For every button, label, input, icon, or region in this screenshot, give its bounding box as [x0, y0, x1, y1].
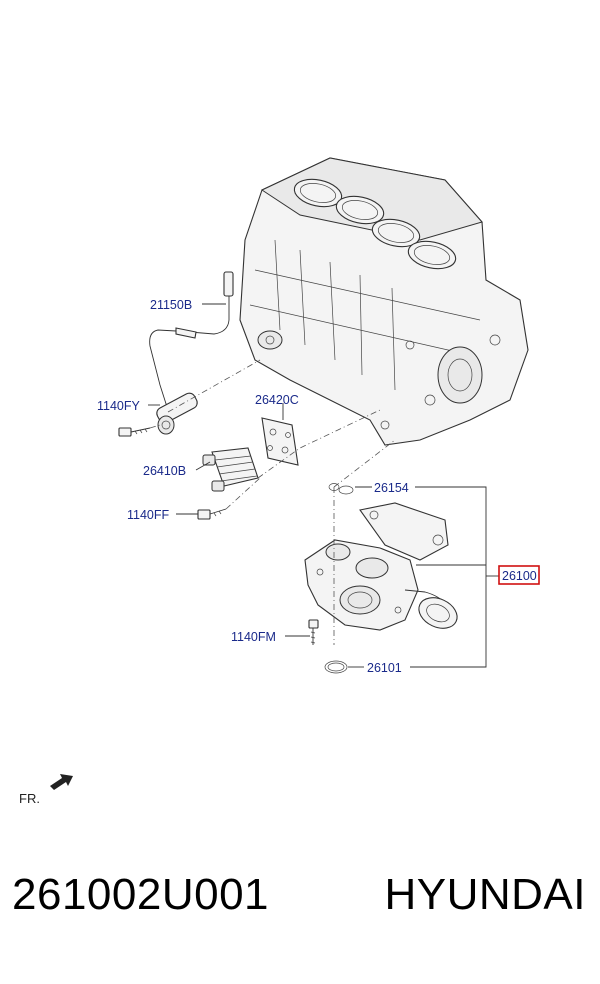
oil-pump-assembly-26100	[304, 502, 458, 631]
label-1140fy: 1140FY	[97, 399, 141, 413]
label-front: FR.	[19, 791, 40, 806]
sensor-harness	[149, 271, 234, 435]
o-ring-26101	[324, 660, 348, 674]
front-direction-marker: FR.	[19, 774, 73, 806]
label-26154: 26154	[374, 481, 409, 495]
assembly-lines	[149, 359, 396, 645]
part-number: 261002U001	[12, 870, 270, 919]
label-26420c: 26420C	[255, 393, 299, 407]
engine-block	[239, 157, 529, 446]
oil-cooler-26410b	[202, 447, 259, 492]
o-ring-26154	[328, 483, 354, 495]
highlight-box-26100	[498, 565, 540, 585]
label-1140ff: 1140FF	[127, 508, 170, 522]
leader-lines	[148, 303, 500, 668]
label-26101: 26101	[367, 661, 402, 675]
footer: 261002U001 HYUNDAI	[0, 870, 600, 950]
front-arrow-icon	[50, 774, 73, 790]
bolt-1140fy	[118, 427, 151, 437]
brand-name: HYUNDAI	[384, 870, 586, 919]
label-1140fm: 1140FM	[231, 630, 276, 644]
label-26100: 26100	[502, 569, 537, 583]
gasket-26420c	[261, 417, 299, 466]
bolt-1140fm	[308, 619, 319, 645]
label-21150b: 21150B	[150, 298, 192, 312]
label-26410b: 26410B	[143, 464, 186, 478]
bolt-1140ff	[197, 508, 227, 520]
